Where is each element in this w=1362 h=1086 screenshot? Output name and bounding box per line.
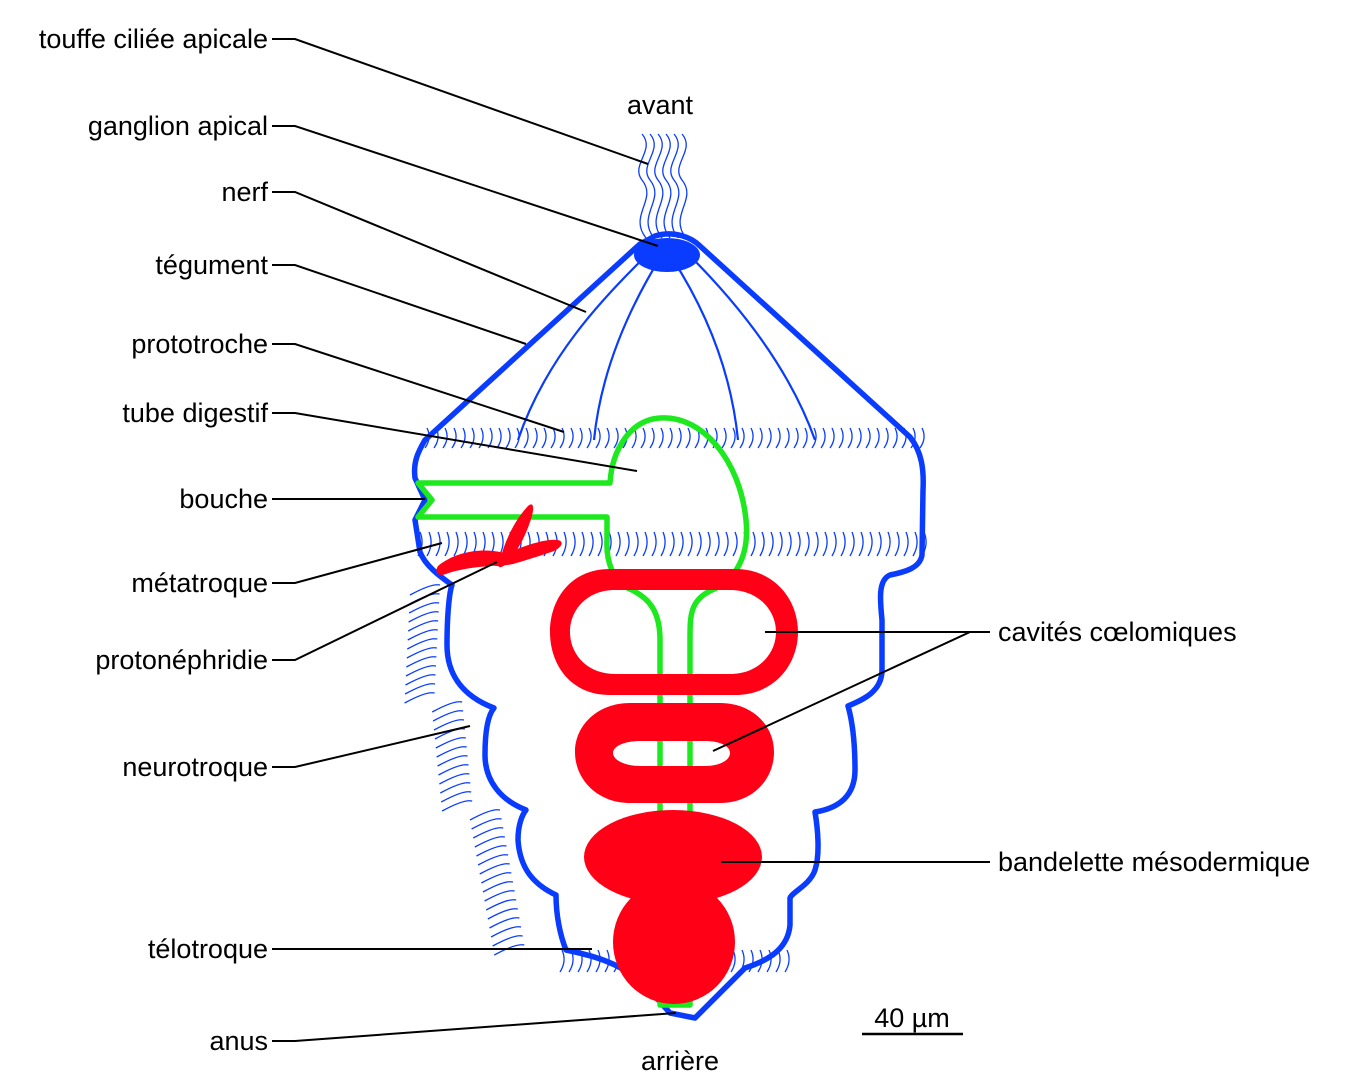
coelomic-cavity-lower [575, 703, 774, 803]
label-touffe-ciliee-apicale: touffe ciliée apicale [39, 24, 268, 54]
leader-lines [272, 38, 990, 1042]
mesodermal-band-lower [613, 880, 735, 1004]
mesoderm [550, 569, 798, 1004]
nerves [516, 249, 817, 441]
label-avant: avant [627, 90, 694, 120]
label-anus: anus [209, 1026, 268, 1056]
label-protonephridie: protonéphridie [95, 645, 268, 675]
protonephridium [436, 504, 562, 575]
label-neurotroque: neurotroque [122, 752, 268, 782]
apical-ciliary-tuft [638, 133, 688, 239]
label-nerf: nerf [221, 177, 268, 207]
label-tegument: tégument [155, 250, 268, 280]
label-ganglion-apical: ganglion apical [88, 111, 268, 141]
label-telotroque: télotroque [148, 934, 268, 964]
apical-ganglion [634, 238, 700, 272]
label-bandelette-mesodermique: bandelette mésodermique [998, 847, 1310, 877]
mesodermal-band-upper [584, 810, 762, 904]
scale-bar-label: 40 µm [874, 1003, 950, 1033]
label-cavites-coelomiques: cavités cœlomiques [998, 617, 1237, 647]
label-bouche: bouche [179, 484, 268, 514]
coelomic-cavity-upper [550, 569, 798, 695]
label-prototroche: prototroche [131, 329, 268, 359]
label-tube-digestif: tube digestif [122, 398, 268, 428]
label-arriere: arrière [641, 1046, 719, 1076]
label-metatroque: métatroque [131, 568, 268, 598]
